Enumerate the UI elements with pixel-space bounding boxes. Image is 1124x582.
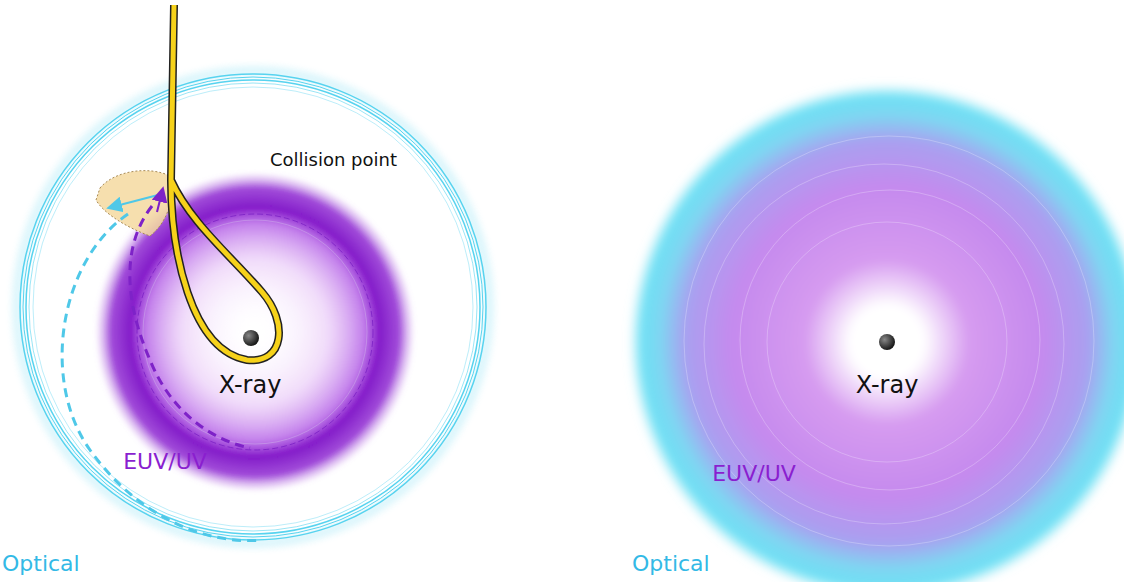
collision-label: Collision point: [270, 150, 397, 170]
uv-label: EUV/UV: [123, 450, 207, 474]
optical-label: Optical: [632, 552, 710, 576]
xray-label: X-ray: [219, 372, 282, 398]
xray-label: X-ray: [856, 372, 919, 398]
uv-label: EUV/UV: [712, 462, 796, 486]
optical-label: Optical: [2, 552, 80, 576]
